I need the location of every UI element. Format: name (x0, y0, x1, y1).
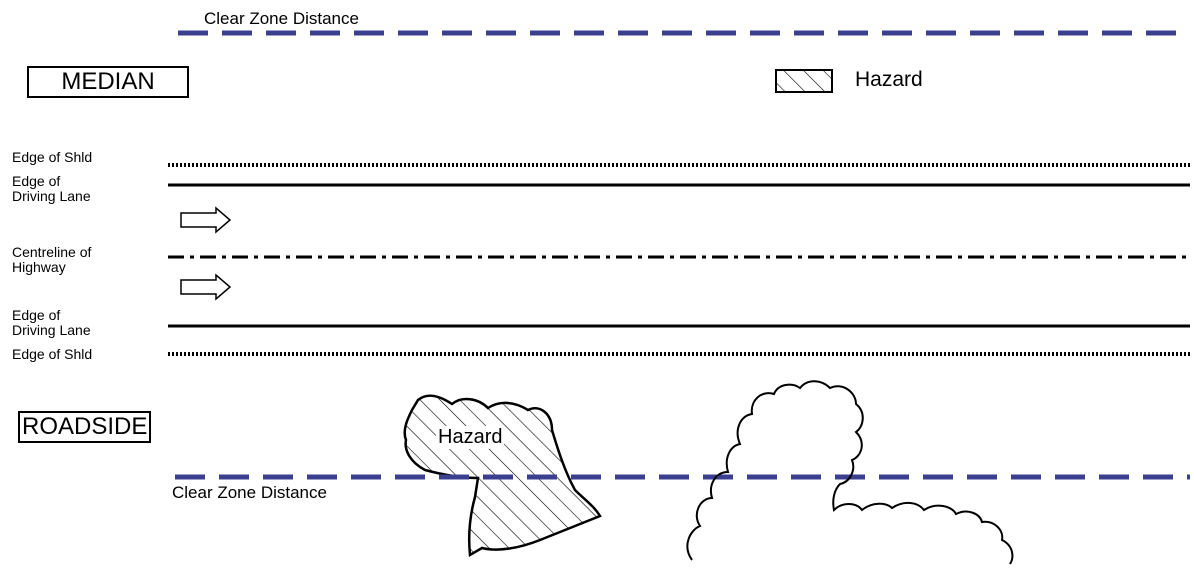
median-label: MEDIAN (27, 66, 189, 98)
edge-of-shoulder-label-top: Edge of Shld (12, 149, 93, 165)
legend-hazard-label: Hazard (855, 68, 923, 91)
label-line: Edge of (12, 307, 61, 323)
label-line: Edge of (12, 173, 61, 189)
direction-arrow-icon (180, 206, 232, 234)
hazard-cloud-outline (686, 380, 1014, 565)
direction-arrow-icon (180, 273, 232, 301)
label-line: Centreline of (12, 244, 92, 260)
edge-of-shoulder-label-bottom: Edge of Shld (12, 346, 93, 362)
hazard-shape-label: Hazard (436, 426, 505, 449)
clear-zone-label-bottom: Clear Zone Distance (172, 483, 327, 502)
clear-zone-label-top: Clear Zone Distance (204, 9, 359, 28)
roadside-label: ROADSIDE (18, 411, 152, 443)
label-line: Highway (12, 259, 66, 275)
centreline-label: Centreline of Highway (12, 245, 91, 275)
legend-hazard-swatch (775, 69, 833, 93)
label-line: Driving Lane (12, 188, 91, 204)
edge-of-driving-lane-label-top: Edge of Driving Lane (12, 174, 91, 204)
label-line: Driving Lane (12, 322, 91, 338)
edge-of-driving-lane-label-bottom: Edge of Driving Lane (12, 308, 91, 338)
